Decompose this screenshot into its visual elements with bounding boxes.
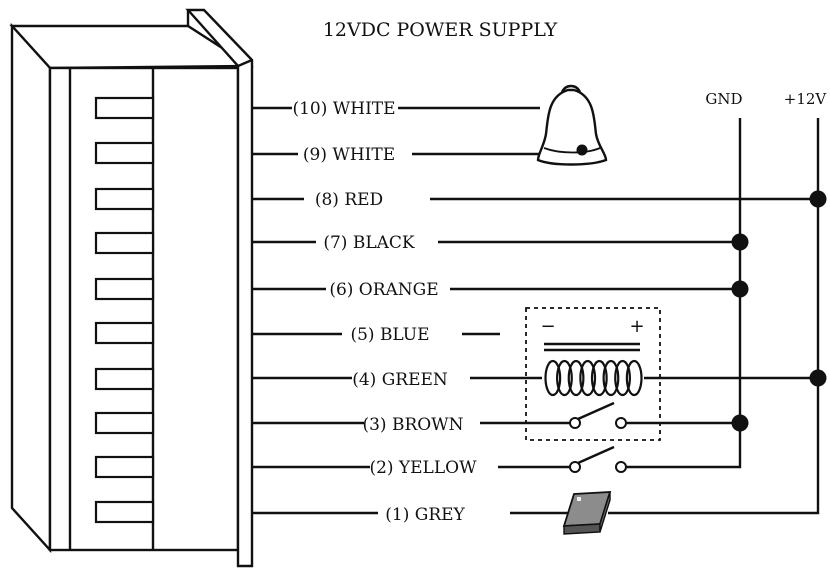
controller-left-face xyxy=(10,22,52,554)
junctions xyxy=(731,190,827,432)
card-icon xyxy=(562,491,612,535)
junction-dot xyxy=(731,414,749,432)
switch-contact xyxy=(569,461,581,473)
junction-dot xyxy=(731,280,749,298)
terminal-slot xyxy=(94,96,155,120)
controller-unit xyxy=(9,8,255,568)
terminal-slot xyxy=(94,411,155,435)
wire-label-6: (6) ORANGE xyxy=(329,280,438,300)
terminal-slot xyxy=(94,231,155,255)
coil-loop xyxy=(579,359,597,397)
switch-blade xyxy=(577,401,615,421)
wire-label-2: (2) YELLOW xyxy=(369,458,477,478)
gnd-label: GND xyxy=(705,90,742,108)
relay: − + xyxy=(525,307,661,441)
terminal-slot xyxy=(94,277,155,301)
wire-label-5: (5) BLUE xyxy=(350,325,429,345)
terminal-slot xyxy=(94,455,155,479)
wire-label-10: (10) WHITE xyxy=(292,99,395,119)
switch-contact xyxy=(569,417,581,429)
terminal-slot xyxy=(94,321,155,345)
coil-loop xyxy=(602,359,620,397)
bell-icon xyxy=(536,84,608,166)
switch-icon xyxy=(569,445,627,473)
coil-loop xyxy=(625,359,643,397)
relay-minus-label: − xyxy=(540,316,555,337)
junction-dot xyxy=(809,190,827,208)
wire-label-1: (1) GREY xyxy=(385,505,465,525)
coil-loop xyxy=(544,359,562,397)
switch-contact xyxy=(615,417,627,429)
coil-loop xyxy=(556,359,573,397)
diagram-title: 12VDC POWER SUPPLY xyxy=(323,19,558,41)
coil-loop xyxy=(590,359,608,397)
coil-loop xyxy=(567,359,585,397)
relay-plus-label: + xyxy=(629,316,644,337)
coil-loop xyxy=(614,359,631,397)
wire-labels: (10) WHITE (9) WHITE (8) RED (7) BLACK (… xyxy=(292,99,477,525)
wire-label-3: (3) BROWN xyxy=(362,415,463,435)
wire-label-8: (8) RED xyxy=(315,190,383,210)
terminal-slot xyxy=(94,187,155,211)
plus12-rail xyxy=(608,118,820,515)
relay-coil-icon xyxy=(544,359,643,397)
gnd-rail xyxy=(626,118,742,469)
wire-label-7: (7) BLACK xyxy=(323,233,415,253)
terminal-slot xyxy=(94,500,155,524)
relay-enclosure xyxy=(525,307,661,441)
junction-dot xyxy=(731,233,749,251)
switch-blade xyxy=(577,445,615,465)
terminal-slot xyxy=(94,141,155,165)
wire-label-4: (4) GREEN xyxy=(352,370,448,390)
switch-contact xyxy=(615,461,627,473)
plus12-label: +12V xyxy=(784,90,828,108)
terminal-slot xyxy=(94,367,155,391)
wire-label-9: (9) WHITE xyxy=(303,145,395,165)
wires xyxy=(252,106,820,515)
terminal-strip xyxy=(94,96,155,524)
junction-dot xyxy=(809,369,827,387)
